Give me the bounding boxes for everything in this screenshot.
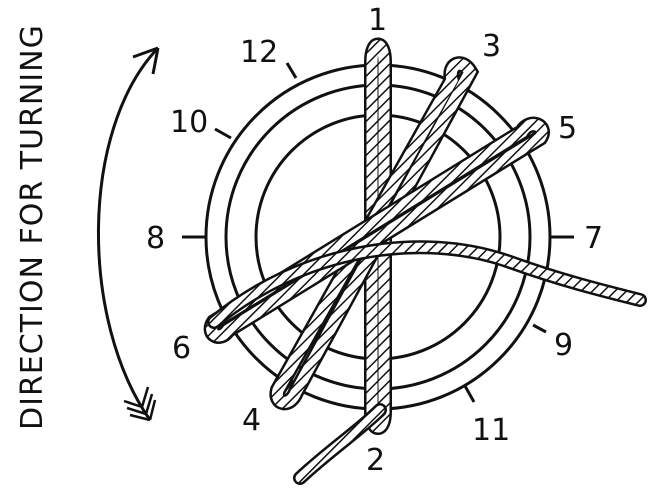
position-labels: 1 2 3 4 5 6 7 8 9 10 11 12 <box>146 3 603 478</box>
label-6: 6 <box>172 331 191 366</box>
label-8: 8 <box>146 221 165 256</box>
direction-label: DIRECTION FOR TURNING <box>15 24 50 430</box>
label-11: 11 <box>472 413 510 448</box>
label-4: 4 <box>242 403 261 438</box>
label-5: 5 <box>558 111 577 146</box>
rope-strands <box>203 37 647 485</box>
label-3: 3 <box>482 29 501 64</box>
label-10: 10 <box>170 105 208 140</box>
label-1: 1 <box>368 3 387 38</box>
label-7: 7 <box>584 221 603 256</box>
label-9: 9 <box>554 328 573 363</box>
direction-arrow <box>96 46 160 422</box>
label-12: 12 <box>240 35 278 70</box>
label-2: 2 <box>366 443 385 478</box>
